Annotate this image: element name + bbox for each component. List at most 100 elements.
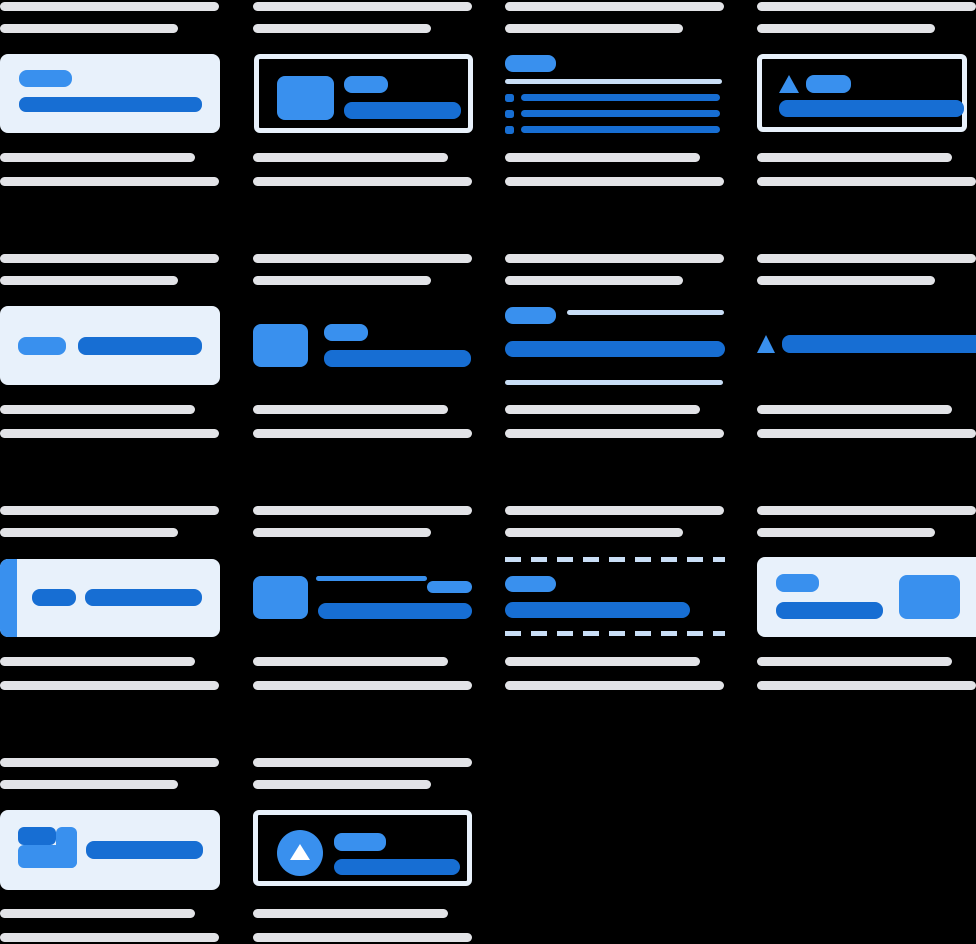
skeleton-line: [505, 276, 683, 285]
label-pill: [19, 70, 72, 87]
skeleton-line: [253, 909, 448, 918]
skeleton-line: [0, 909, 195, 918]
skeleton-line: [0, 405, 195, 414]
cell-outlined-warning-callout: [757, 0, 976, 236]
text-bar: [324, 350, 471, 367]
label-pill: [505, 576, 556, 592]
skeleton-line: [757, 177, 976, 186]
skeleton-line: [757, 24, 935, 33]
callout-card-outlined: [253, 810, 472, 886]
inline-rule: [567, 310, 724, 315]
callout-card-filled: [0, 810, 220, 890]
skeleton-line: [505, 254, 724, 263]
label-pill: [334, 833, 386, 851]
skeleton-line: [757, 153, 952, 162]
skeleton-line: [0, 153, 195, 162]
label-pill: [324, 324, 368, 341]
skeleton-line: [505, 24, 683, 33]
bullet-icon: [505, 126, 514, 134]
skeleton-line: [253, 528, 431, 537]
callout-card-accent: [0, 559, 220, 637]
label-pill: [806, 75, 851, 93]
cell-heading-rule-emphasis: [505, 252, 725, 488]
cell-dashed-section: [505, 504, 725, 740]
cell-plain-warning-inline: [757, 252, 976, 488]
bullet-icon: [505, 110, 514, 118]
skeleton-line: [0, 780, 178, 789]
link-pill: [427, 581, 472, 593]
label-pill: [776, 574, 819, 592]
skeleton-line: [505, 177, 724, 186]
label-pill: [344, 76, 388, 93]
bullet-icon: [505, 94, 514, 102]
callout-card-outlined: [254, 54, 473, 133]
skeleton-line: [757, 254, 976, 263]
cell-media-link-text: [253, 504, 473, 740]
skeleton-line: [253, 177, 472, 186]
cell-left-accent-callout: [0, 504, 220, 740]
cell-heading-bullet-list: [505, 0, 725, 236]
skeleton-line: [757, 506, 976, 515]
label-pill: [32, 589, 76, 606]
callout-card-filled: [0, 306, 220, 385]
label-pill: [18, 337, 66, 355]
skeleton-line: [505, 2, 724, 11]
action-placeholder-icon: [899, 575, 960, 619]
skeleton-line: [253, 276, 431, 285]
skeleton-line: [0, 429, 219, 438]
skeleton-line: [505, 153, 700, 162]
layer-base-shape: [18, 845, 77, 868]
skeleton-line: [253, 429, 472, 438]
skeleton-line: [0, 657, 195, 666]
text-bar: [505, 602, 690, 618]
skeleton-line: [0, 506, 219, 515]
accent-strip: [0, 559, 17, 637]
divider-rule: [505, 79, 722, 84]
cell-outlined-media-callout: [253, 0, 473, 236]
cell-plain-media-row: [253, 252, 473, 488]
list-item-bar: [521, 94, 720, 101]
text-bar: [782, 335, 976, 353]
skeleton-line: [0, 2, 219, 11]
skeleton-line: [0, 177, 219, 186]
skeleton-line: [253, 657, 448, 666]
dashed-rule: [505, 631, 725, 636]
text-bar: [318, 603, 472, 619]
callout-card-filled: [0, 54, 220, 133]
text-bar: [779, 100, 964, 117]
image-placeholder-icon: [277, 76, 334, 120]
dashed-rule: [505, 557, 725, 562]
skeleton-line: [0, 254, 219, 263]
skeleton-line: [0, 528, 178, 537]
image-placeholder-icon: [253, 324, 308, 367]
callout-card-outlined: [757, 54, 967, 132]
skeleton-line: [505, 681, 724, 690]
callout-card-filled: [757, 557, 976, 637]
skeleton-line: [0, 276, 178, 285]
skeleton-line: [0, 933, 219, 942]
skeleton-line: [253, 506, 472, 515]
skeleton-line: [757, 276, 935, 285]
skeleton-line: [505, 405, 700, 414]
emphasis-bar: [505, 341, 725, 357]
list-item-bar: [521, 110, 720, 117]
cell-filled-callout: [0, 0, 220, 236]
text-bar: [334, 859, 460, 875]
skeleton-line: [253, 24, 431, 33]
text-bar: [86, 841, 203, 859]
play-circle-icon: [277, 830, 323, 876]
warning-triangle-icon: [757, 335, 775, 353]
inline-rule: [316, 576, 427, 581]
skeleton-line: [757, 429, 976, 438]
skeleton-line: [0, 24, 178, 33]
cell-filled-inline-callout: [0, 252, 220, 488]
skeleton-line: [253, 780, 431, 789]
layer-front-shape: [18, 827, 56, 845]
skeleton-line: [757, 528, 935, 537]
skeleton-line: [757, 681, 976, 690]
label-pill: [505, 307, 556, 324]
skeleton-line: [253, 153, 448, 162]
text-bar: [85, 589, 202, 606]
text-bar: [344, 102, 461, 119]
